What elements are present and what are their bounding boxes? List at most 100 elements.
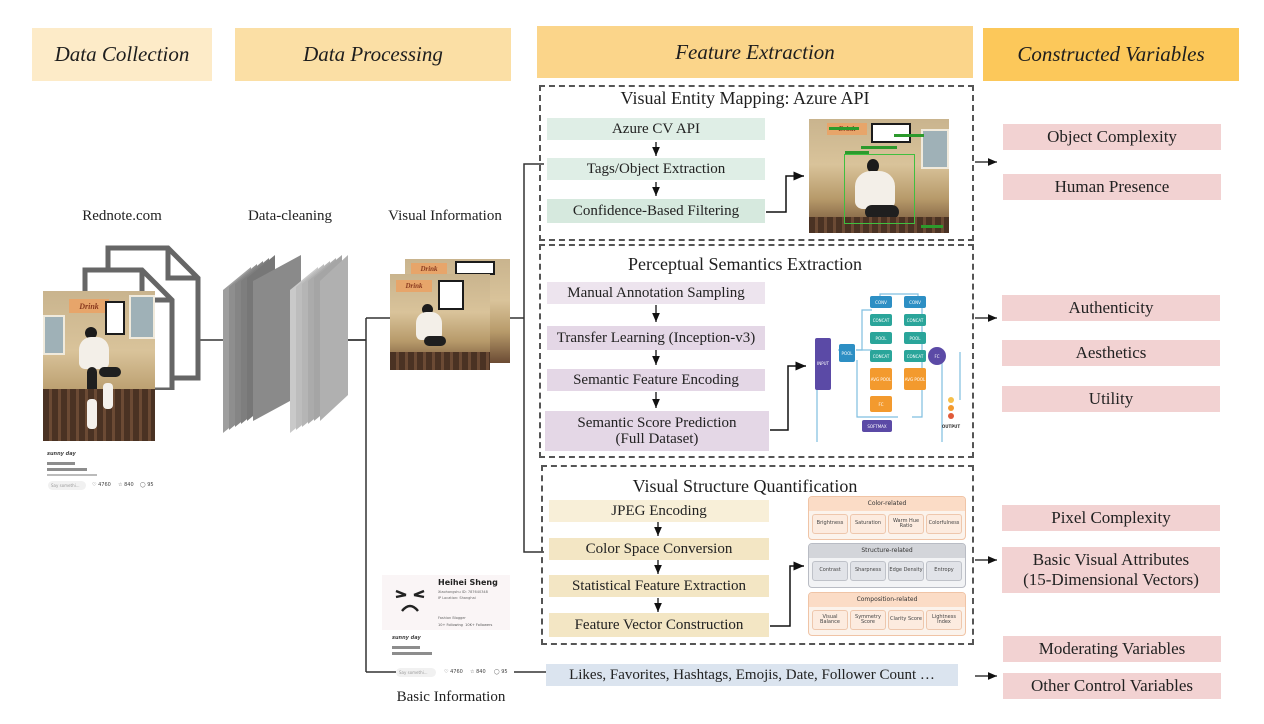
step-manual-annotation: Manual Annotation Sampling (547, 282, 765, 304)
data-cleaning-layers-icon (223, 255, 348, 433)
nn-concat-label: CONCAT (907, 318, 924, 323)
nn-pool-label: POOL (876, 336, 888, 341)
nn-pool-layer (904, 332, 926, 344)
comment-count-value: 95 (147, 482, 154, 488)
nn-conv-layer (904, 296, 926, 308)
feature-visual-balance: Visual Balance (812, 610, 848, 630)
layer-stack-dark (223, 255, 301, 433)
nn-avgpool-label: AVG POOL (905, 377, 926, 382)
feature-saturation: Saturation (850, 514, 886, 534)
star-icon: ☆ (118, 482, 123, 488)
object-detection-photo: Drink (809, 119, 949, 233)
stage-title: Data Processing (303, 42, 443, 66)
profile-bio-line: Fashion Blogger (438, 616, 466, 620)
visual-entity-title: Visual Entity Mapping: Azure API (620, 88, 870, 108)
step-semantic-score-prediction: Semantic Score Prediction (Full Dataset) (545, 411, 769, 451)
var-other-control-variables: Other Control Variables (1003, 673, 1221, 699)
follower-count: 10K+ Followers (465, 623, 493, 627)
feature-clarity-score: Clarity Score (888, 610, 924, 630)
nn-input-layer (815, 338, 831, 390)
step-statistical-feature-extraction: Statistical Feature Extraction (549, 575, 769, 597)
like-count[interactable]: ♡ 4760 (92, 482, 111, 488)
like-count-value: 4760 (98, 482, 111, 488)
nn-conv-layer (870, 296, 892, 308)
nn-concat-label: CONCAT (873, 354, 890, 359)
nn-output-node (948, 397, 954, 403)
source-label: Rednote.com (82, 208, 162, 224)
nn-pool-layer (839, 344, 855, 362)
comment-icon: ◯ (140, 482, 146, 488)
feature-symmetry-score: Symmetry Score (850, 610, 886, 630)
comment-icon: ◯ (494, 669, 500, 675)
feature-group-color: Color-related Brightness Saturation Warm… (808, 496, 966, 540)
like-count-value: 4760 (450, 669, 463, 675)
comment-count[interactable]: ◯ 95 (140, 482, 154, 488)
nn-output-node (948, 405, 954, 411)
nn-concat-layer (870, 314, 892, 326)
nn-pool-layer (870, 332, 892, 344)
favorite-count[interactable]: ☆ 840 (118, 482, 134, 488)
nn-concat-label: CONCAT (873, 318, 890, 323)
nn-avgpool-label: AVG POOL (871, 377, 892, 382)
inception-network-diagram: INPUT POOL CONV CONV CONCAT CONCAT POOL … (815, 293, 961, 442)
nn-pool-label: POOL (910, 336, 922, 341)
var-human-presence: Human Presence (1003, 174, 1221, 200)
nn-fc-node (928, 347, 946, 365)
var-basic-visual-attributes: Basic Visual Attributes (15-Dimensional … (1002, 547, 1220, 593)
detection-tag (921, 225, 943, 228)
post-caption-line (47, 468, 87, 471)
step-semantic-encoding: Semantic Feature Encoding (547, 369, 765, 391)
stage-title: Data Collection (54, 42, 190, 66)
step-transfer-learning: Transfer Learning (Inception-v3) (547, 326, 765, 350)
connector-bracket (523, 163, 544, 553)
comment-count[interactable]: ◯ 95 (494, 669, 508, 675)
perceptual-semantics-section (539, 244, 974, 458)
favorite-count[interactable]: ☆ 840 (470, 669, 486, 675)
visual-info-photo: Drink (390, 274, 490, 370)
feature-colorfulness: Colorfulness (926, 514, 962, 534)
detection-box (844, 154, 915, 224)
feature-group-composition: Composition-related Visual Balance Symme… (808, 592, 966, 636)
nn-concat-label: CONCAT (907, 354, 924, 359)
visual-structure-section (541, 465, 974, 645)
nn-output-node (948, 413, 954, 419)
nn-avgpool-layer (904, 368, 926, 390)
post-caption-line (47, 474, 97, 476)
profile-name: Heihei Sheng (438, 578, 498, 587)
stage-title: Feature Extraction (675, 39, 835, 64)
nn-softmax-layer (862, 420, 892, 432)
basic-info-bar: Likes, Favorites, Hashtags, Emojis, Date… (546, 664, 958, 686)
perceptual-semantics-title: Perceptual Semantics Extraction (628, 254, 862, 274)
nn-fc-layer (870, 396, 892, 412)
feature-group-title: Structure-related (809, 544, 965, 558)
detection-tag (894, 134, 924, 137)
var-utility: Utility (1002, 386, 1220, 412)
post-caption-line (47, 462, 75, 465)
visual-structure-title: Visual Structure Quantification (632, 476, 858, 496)
comment-input[interactable]: Say somethi... (48, 481, 86, 490)
feature-brightness: Brightness (812, 514, 848, 534)
step-feature-vector-construction: Feature Vector Construction (549, 613, 769, 637)
feature-lightness-index: Lightness Index (926, 610, 962, 630)
step-jpeg-encoding: JPEG Encoding (549, 500, 769, 522)
nn-input-label: INPUT (817, 361, 830, 366)
post-username: sunny day (47, 451, 76, 457)
cleaning-label: Data-cleaning (247, 208, 333, 224)
post-username: sunny day (392, 635, 421, 641)
var-moderating-variables: Moderating Variables (1003, 636, 1221, 662)
step-confidence-filtering: Confidence-Based Filtering (547, 199, 765, 223)
feature-sharpness: Sharpness (850, 561, 886, 581)
stage-header-constructed-variables: Constructed Variables (983, 28, 1239, 81)
detection-tag (861, 146, 897, 149)
heart-icon: ♡ (444, 669, 449, 675)
angry-face-avatar-icon (395, 589, 425, 612)
star-icon: ☆ (470, 669, 475, 675)
layer-stack-light (290, 255, 348, 433)
nn-conv-label: CONV (909, 300, 921, 305)
like-count[interactable]: ♡ 4760 (444, 669, 463, 675)
comment-input[interactable]: Say somethi... (396, 668, 436, 677)
nn-fc-label: FC (878, 402, 883, 407)
feature-warm-hue-ratio: Warm Hue Ratio (888, 514, 924, 534)
post-caption-line (392, 646, 420, 649)
